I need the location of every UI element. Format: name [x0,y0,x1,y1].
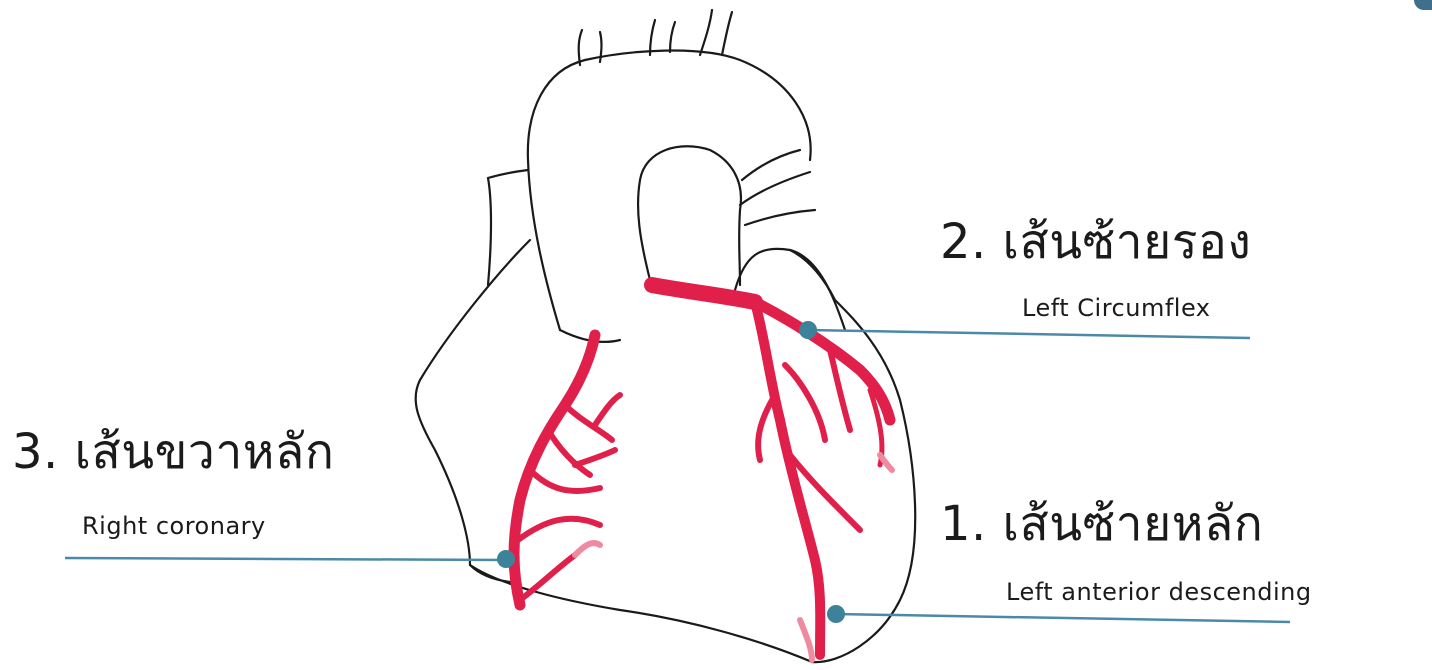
pointer-line-left-circumflex [808,330,1250,338]
pointer-dot-right-coronary [497,550,515,568]
rca-faded-tip [575,543,600,555]
pointer-dot-lad [827,605,845,623]
lad-faded-tip [800,620,812,660]
label-lad-english: Left anterior descending [1006,580,1312,604]
lcx-faded-tip [880,455,892,470]
lad-branch-1 [758,395,775,460]
superior-vena-cava-outline [488,170,528,285]
pointer-line-right-coronary [65,558,506,560]
subclavian-outline [700,10,732,55]
rca-branch-5 [520,555,575,600]
label-left-circumflex-thai: 2. เส้นซ้ายรอง [940,218,1251,266]
label-left-circumflex-english: Left Circumflex [1022,296,1211,320]
coronary-arteries [514,285,892,660]
heart-outline [416,10,916,662]
lad-branch-3 [785,365,825,440]
rca-branch-4 [518,519,600,540]
label-right-coronary-english: Right coronary [82,514,266,538]
pointer-dot-left-circumflex [799,321,817,339]
left-main-artery [652,285,755,302]
aortic-inner-outline [638,146,741,285]
heart-body-outline [416,240,916,662]
pulmonary-branch-outline [740,150,815,225]
pointer-line-lad [836,614,1290,622]
label-right-coronary-thai: 3. เส้นขวาหลัก [12,428,334,476]
label-lad-thai: 1. เส้นซ้ายหลัก [940,500,1263,548]
